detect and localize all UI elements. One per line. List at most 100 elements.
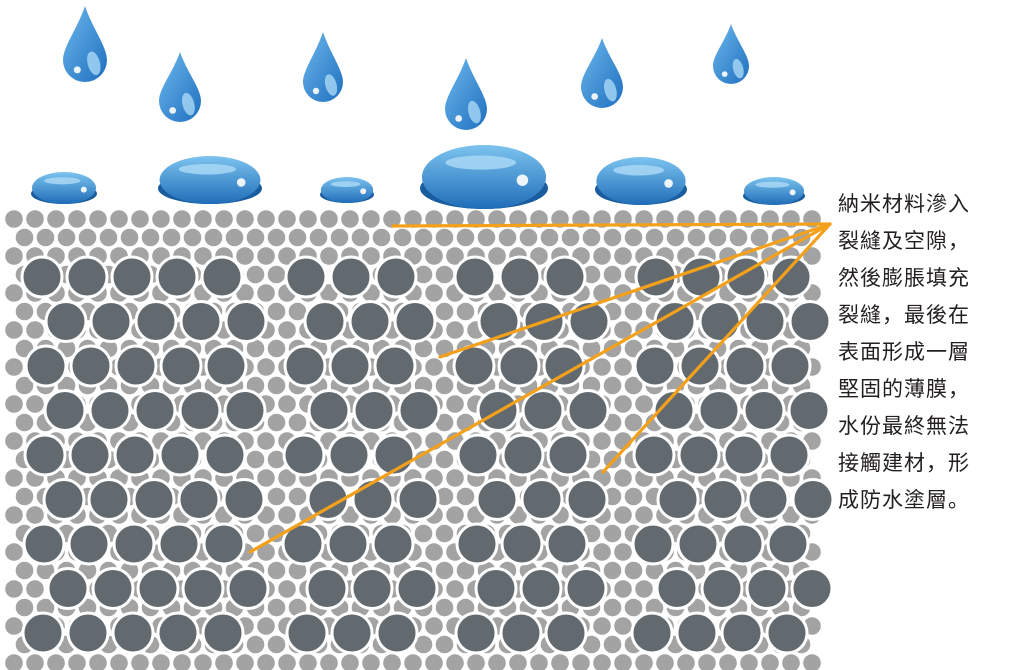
small-particle bbox=[14, 486, 35, 507]
large-particle bbox=[745, 567, 789, 610]
large-particle bbox=[475, 478, 519, 521]
small-particle bbox=[591, 356, 613, 378]
large-particle bbox=[501, 433, 545, 477]
small-particle bbox=[3, 393, 25, 415]
large-particle bbox=[20, 255, 64, 299]
small-particle bbox=[24, 504, 46, 526]
large-particle bbox=[281, 522, 325, 566]
small-particle bbox=[3, 541, 25, 563]
large-particle bbox=[328, 344, 372, 388]
small-particle bbox=[245, 634, 266, 655]
small-particle bbox=[623, 597, 644, 618]
large-particle bbox=[200, 255, 244, 299]
large-particle bbox=[42, 478, 86, 521]
small-particle bbox=[423, 541, 445, 563]
large-particle bbox=[330, 611, 374, 655]
large-particle bbox=[178, 389, 222, 432]
large-particle bbox=[765, 611, 809, 655]
small-particle bbox=[728, 227, 749, 248]
large-particle bbox=[136, 567, 180, 610]
small-particle bbox=[129, 208, 151, 230]
small-particle bbox=[612, 578, 634, 600]
small-particle bbox=[3, 356, 25, 378]
small-particle bbox=[266, 560, 287, 581]
caption-line: 裂縫，最後在 bbox=[838, 303, 970, 327]
small-particle bbox=[623, 301, 644, 322]
small-particle bbox=[402, 208, 424, 230]
water-drop-icon bbox=[159, 52, 201, 122]
small-particle bbox=[623, 227, 644, 248]
small-particle bbox=[266, 338, 287, 359]
large-particle bbox=[43, 389, 87, 432]
large-particle bbox=[46, 567, 90, 610]
small-particle bbox=[255, 356, 277, 378]
pointer-line bbox=[248, 222, 832, 554]
large-particle bbox=[766, 522, 810, 566]
small-particle bbox=[87, 652, 109, 670]
small-particle bbox=[602, 597, 623, 618]
large-particle bbox=[521, 389, 565, 432]
large-particle bbox=[44, 300, 88, 343]
small-particle bbox=[497, 227, 518, 248]
large-particle bbox=[543, 255, 587, 299]
large-particle bbox=[395, 567, 439, 610]
large-particle bbox=[67, 522, 111, 566]
small-particle bbox=[612, 652, 634, 670]
small-particle bbox=[24, 208, 46, 230]
small-particle bbox=[623, 560, 644, 581]
small-particle bbox=[423, 282, 445, 304]
large-particle bbox=[454, 611, 498, 655]
explanation-caption: 納米材料滲入 裂縫及空隙， 然後膨脹填充 裂縫，最後在 表面形成一層 堅固的薄膜… bbox=[838, 186, 1024, 519]
caption-line: 裂縫及空隙， bbox=[838, 229, 970, 253]
large-particle bbox=[477, 300, 521, 343]
small-particle bbox=[150, 652, 172, 670]
small-particle bbox=[108, 652, 130, 670]
large-particle bbox=[88, 389, 132, 432]
small-particle bbox=[654, 652, 676, 670]
large-particle bbox=[497, 344, 541, 388]
large-particle bbox=[676, 522, 720, 566]
water-bead-icon bbox=[31, 172, 97, 205]
small-particle bbox=[434, 449, 455, 470]
large-particle bbox=[352, 389, 396, 432]
large-particle bbox=[393, 300, 437, 343]
small-particle bbox=[224, 227, 245, 248]
small-particle bbox=[108, 208, 130, 230]
small-particle bbox=[234, 208, 256, 230]
large-particle bbox=[348, 300, 392, 343]
large-particle bbox=[201, 611, 245, 655]
small-particle bbox=[3, 615, 25, 637]
large-particle bbox=[113, 433, 157, 477]
large-particle bbox=[89, 300, 133, 343]
water-drop-icon bbox=[63, 6, 107, 82]
large-particle bbox=[226, 567, 270, 610]
large-particle bbox=[24, 344, 68, 388]
large-particle bbox=[327, 433, 371, 477]
small-particle bbox=[665, 227, 686, 248]
small-particle bbox=[623, 412, 644, 433]
pointer-line bbox=[438, 222, 832, 359]
small-particle bbox=[276, 652, 298, 670]
small-particle bbox=[602, 264, 623, 285]
small-particle bbox=[507, 208, 529, 230]
large-particle bbox=[652, 389, 696, 432]
caption-line: 成防水塗層。 bbox=[838, 488, 970, 512]
large-particle bbox=[203, 433, 247, 477]
small-particle bbox=[245, 449, 266, 470]
small-particle bbox=[329, 227, 350, 248]
small-particle bbox=[318, 208, 340, 230]
large-particle-clusters bbox=[20, 255, 835, 655]
small-particle bbox=[266, 227, 287, 248]
large-particle bbox=[181, 567, 225, 610]
small-particle bbox=[3, 504, 25, 526]
small-particle bbox=[276, 578, 298, 600]
large-particle bbox=[133, 389, 177, 432]
small-particle bbox=[434, 523, 455, 544]
large-particle bbox=[456, 433, 500, 477]
large-particle bbox=[701, 478, 745, 521]
water-bead-icon bbox=[320, 177, 374, 203]
large-particle bbox=[655, 567, 699, 610]
large-particle bbox=[545, 522, 589, 566]
caption-line: 表面形成一層 bbox=[838, 340, 970, 364]
large-particle bbox=[720, 611, 764, 655]
